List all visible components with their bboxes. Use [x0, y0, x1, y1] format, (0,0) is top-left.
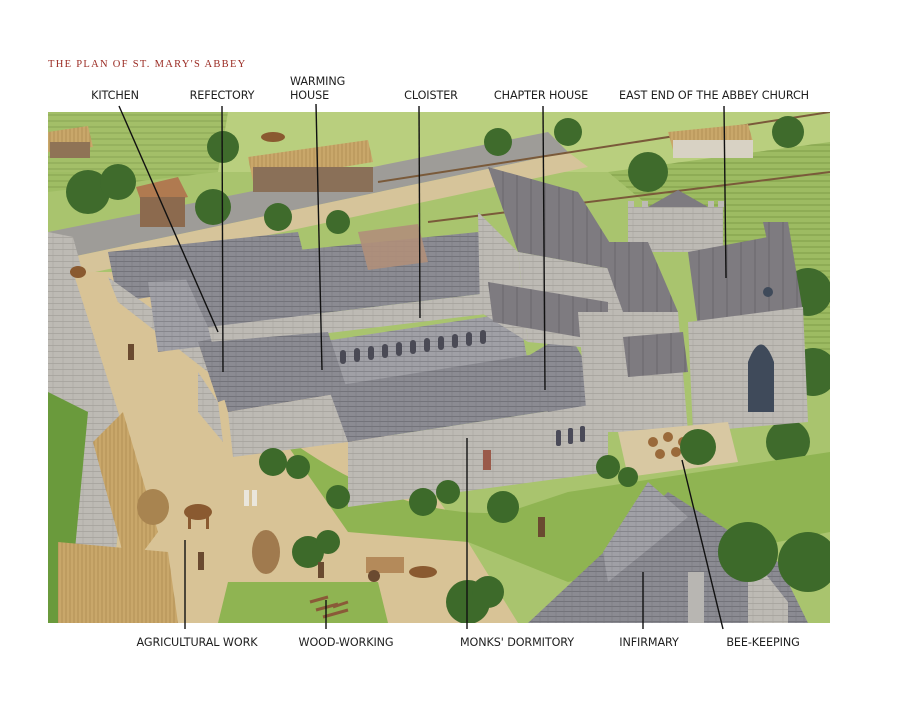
label-monks-dormitory: MONKS' DORMITORY — [460, 636, 574, 649]
label-warming-house: WARMING HOUSE — [290, 75, 345, 102]
label-bee-keeping: BEE-KEEPING — [726, 636, 800, 649]
label-warming-house-line1: WARMING — [290, 75, 346, 88]
label-wood-working: WOOD-WORKING — [298, 636, 394, 649]
label-cloister: CLOISTER — [404, 89, 458, 102]
page-title: THE PLAN OF ST. MARY'S ABBEY — [48, 59, 247, 70]
label-refectory: REFECTORY — [189, 89, 255, 102]
label-chapter-house: CHAPTER HOUSE — [493, 89, 589, 102]
label-warming-house-line2: HOUSE — [290, 89, 330, 102]
label-infirmary: INFIRMARY — [619, 636, 679, 649]
abbey-painting — [48, 112, 830, 623]
label-east-end: EAST END OF THE ABBEY CHURCH — [618, 89, 810, 102]
label-kitchen: KITCHEN — [91, 89, 139, 102]
abbey-illustration — [48, 112, 830, 623]
label-agricultural-work: AGRICULTURAL WORK — [136, 636, 258, 649]
